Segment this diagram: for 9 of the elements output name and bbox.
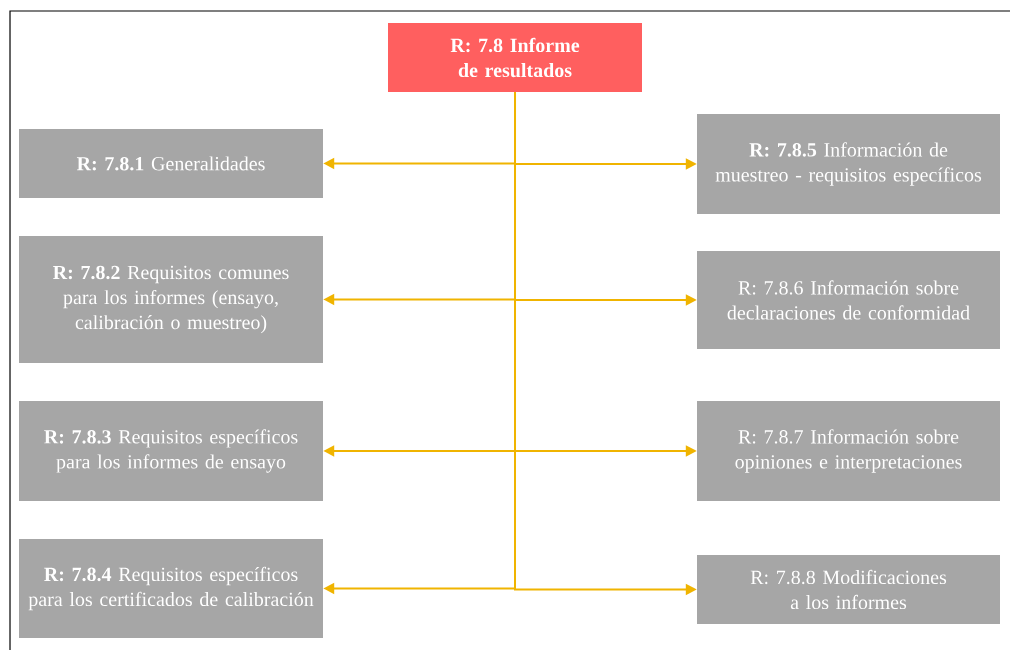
process-box: R: 7.8.8 Modificaciones a los informes <box>697 555 1000 624</box>
process-box: R: 7.8.6 Información sobre declaraciones de conformidad <box>697 251 1000 349</box>
process-box: R: 7.8.3 Requisitos específicos para los informes de ensayo <box>19 401 323 501</box>
process-box: R: 7.8.7 Información sobre opiniones e interpretaciones <box>697 401 1000 501</box>
process-box: R: 7.8.2 Requisitos comunes para los informes (ensayo, calibración o muestreo) <box>19 236 323 363</box>
process-box: R: 7.8.1 Generalidades <box>19 129 323 198</box>
process-box: R: 7.8.5 Información de muestreo - requisitos específicos <box>697 114 1000 214</box>
title-box: R: 7.8 Informe de resultados <box>388 23 642 92</box>
process-box: R: 7.8.4 Requisitos específicos para los certificados de calibración <box>19 539 323 638</box>
